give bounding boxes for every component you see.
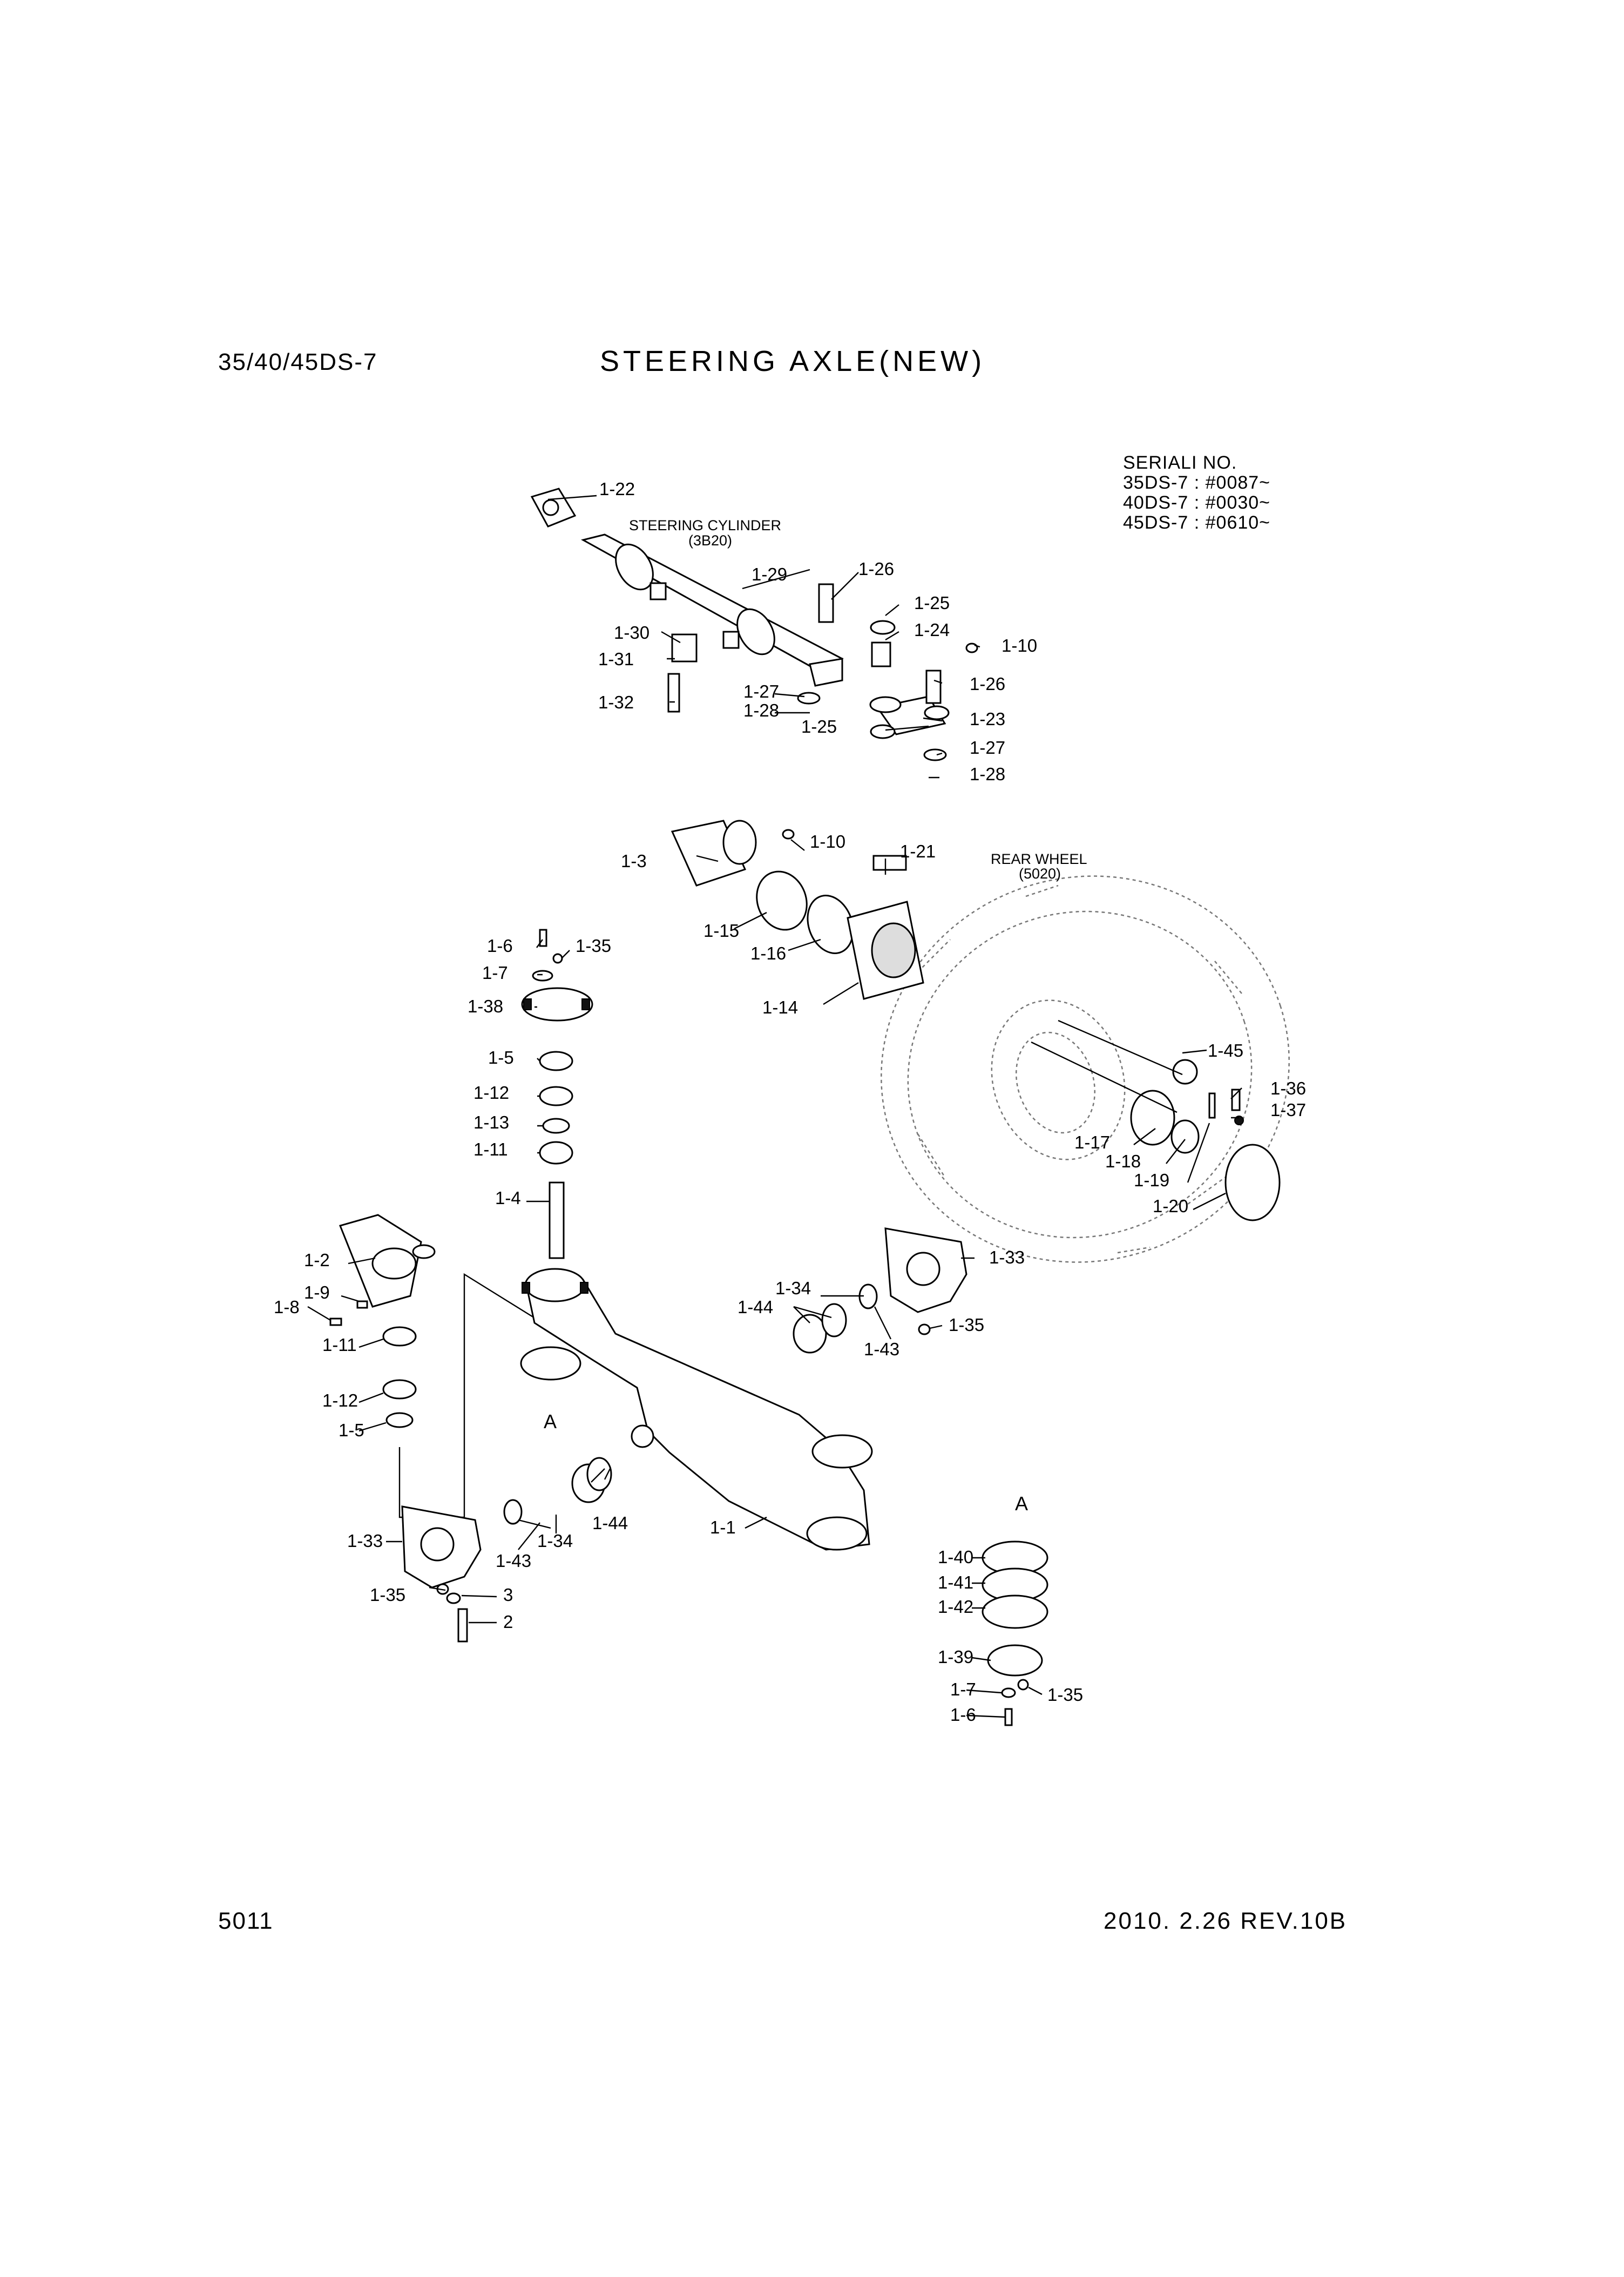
callout-1-40: 1-40 xyxy=(938,1547,973,1567)
callout-1-2: 1-2 xyxy=(304,1250,330,1270)
page-title: STEERING AXLE(NEW) xyxy=(600,345,986,377)
callout-1-44: 1-44 xyxy=(737,1297,773,1317)
callout-1-3: 1-3 xyxy=(621,851,647,871)
callout-3: 3 xyxy=(503,1585,513,1605)
king-pin-stack xyxy=(521,929,593,1259)
callout-1-10: 1-10 xyxy=(1002,636,1037,656)
callout-1-33b: 1-33 xyxy=(347,1531,383,1551)
callout-1-26b: 1-26 xyxy=(970,674,1005,694)
callout-1-25b: 1-25 xyxy=(801,717,837,737)
callout-1-6: 1-6 xyxy=(487,936,513,956)
callout-1-26: 1-26 xyxy=(858,559,894,579)
callout-1-35b: 1-35 xyxy=(949,1315,984,1335)
serial-line-35ds: 35DS-7 : #0087~ xyxy=(1123,472,1271,493)
callout-1-27: 1-27 xyxy=(743,681,779,701)
revision-date: 2010. 2.26 REV.10B xyxy=(1104,1908,1348,1934)
serial-line-40ds: 40DS-7 : #0030~ xyxy=(1123,492,1271,513)
callout-1-13: 1-13 xyxy=(473,1112,509,1132)
callout-1-19: 1-19 xyxy=(1134,1170,1169,1190)
tie-rod-assembly xyxy=(667,583,978,761)
steering-cylinder-label: STEERING CYLINDER xyxy=(629,517,781,533)
callout-1-45: 1-45 xyxy=(1208,1040,1243,1060)
callout-1-43: 1-43 xyxy=(864,1339,899,1359)
callout-1-34b: 1-34 xyxy=(537,1531,573,1551)
callout-1-18: 1-18 xyxy=(1105,1151,1141,1171)
serial-heading: SERIALI NO. xyxy=(1123,452,1237,473)
callout-1-43b: 1-43 xyxy=(496,1551,531,1571)
rear-wheel-code: (5020) xyxy=(1019,866,1061,882)
callout-1-12b: 1-12 xyxy=(322,1390,358,1410)
callout-1-34: 1-34 xyxy=(775,1278,811,1298)
callout-1-28b: 1-28 xyxy=(970,764,1005,784)
steering-cylinder-code: (3B20) xyxy=(688,532,732,549)
callout-1-31: 1-31 xyxy=(598,649,634,669)
callout-1-15: 1-15 xyxy=(703,921,739,941)
callout-1-7b: 1-7 xyxy=(950,1679,976,1699)
callout-1-35c: 1-35 xyxy=(370,1585,405,1605)
callout-1-7: 1-7 xyxy=(482,963,508,983)
callout-1-37: 1-37 xyxy=(1270,1100,1306,1120)
callout-1-8: 1-8 xyxy=(274,1297,300,1317)
view-a-marker: A xyxy=(544,1410,557,1433)
callout-1-12: 1-12 xyxy=(473,1083,509,1103)
callout-1-35: 1-35 xyxy=(576,936,611,956)
callout-1-9: 1-9 xyxy=(304,1282,330,1302)
callout-1-22: 1-22 xyxy=(599,479,635,499)
leader-lines xyxy=(307,495,1242,1718)
model-header: 35/40/45DS-7 xyxy=(218,349,378,375)
callout-1-17: 1-17 xyxy=(1074,1132,1110,1152)
callout-1-14: 1-14 xyxy=(762,997,798,1017)
mount-brackets xyxy=(401,1227,967,1643)
knuckle-and-hub xyxy=(671,820,1281,1221)
serial-line-45ds: 45DS-7 : #0610~ xyxy=(1123,512,1271,533)
callout-1-36: 1-36 xyxy=(1270,1078,1306,1098)
callout-1-38: 1-38 xyxy=(468,996,503,1016)
callout-1-11b: 1-11 xyxy=(322,1335,357,1355)
callout-1-6b: 1-6 xyxy=(950,1705,976,1725)
rear-wheel-label: REAR WHEEL xyxy=(991,851,1087,867)
callout-1-20: 1-20 xyxy=(1153,1196,1188,1216)
page-number: 5011 xyxy=(218,1908,274,1934)
callout-1-24: 1-24 xyxy=(914,620,950,640)
callout-1-11: 1-11 xyxy=(473,1139,508,1159)
callout-1-4: 1-4 xyxy=(495,1188,521,1208)
callout-1-42: 1-42 xyxy=(938,1597,973,1617)
callout-2: 2 xyxy=(503,1612,513,1632)
callout-1-30: 1-30 xyxy=(614,623,649,643)
callout-1-1: 1-1 xyxy=(710,1517,736,1537)
callout-1-33: 1-33 xyxy=(989,1247,1025,1267)
callout-1-28: 1-28 xyxy=(743,700,779,720)
callout-1-16: 1-16 xyxy=(750,943,786,963)
callout-1-23: 1-23 xyxy=(970,709,1005,729)
callout-1-27b: 1-27 xyxy=(970,738,1005,758)
callout-1-5b: 1-5 xyxy=(339,1420,364,1440)
callout-1-41: 1-41 xyxy=(938,1572,973,1592)
callout-1-32: 1-32 xyxy=(598,692,634,712)
axle-body xyxy=(520,1268,873,1551)
callout-1-39: 1-39 xyxy=(938,1647,973,1667)
view-a-title: A xyxy=(1015,1492,1028,1515)
callout-1-25: 1-25 xyxy=(914,593,950,613)
view-a-stack xyxy=(982,1540,1048,1726)
callout-1-44b: 1-44 xyxy=(592,1513,628,1533)
callout-1-21: 1-21 xyxy=(900,841,936,861)
callout-1-29: 1-29 xyxy=(752,564,787,584)
callout-1-35d: 1-35 xyxy=(1047,1685,1083,1705)
callout-1-5: 1-5 xyxy=(488,1048,514,1067)
callout-1-10b: 1-10 xyxy=(810,832,845,852)
